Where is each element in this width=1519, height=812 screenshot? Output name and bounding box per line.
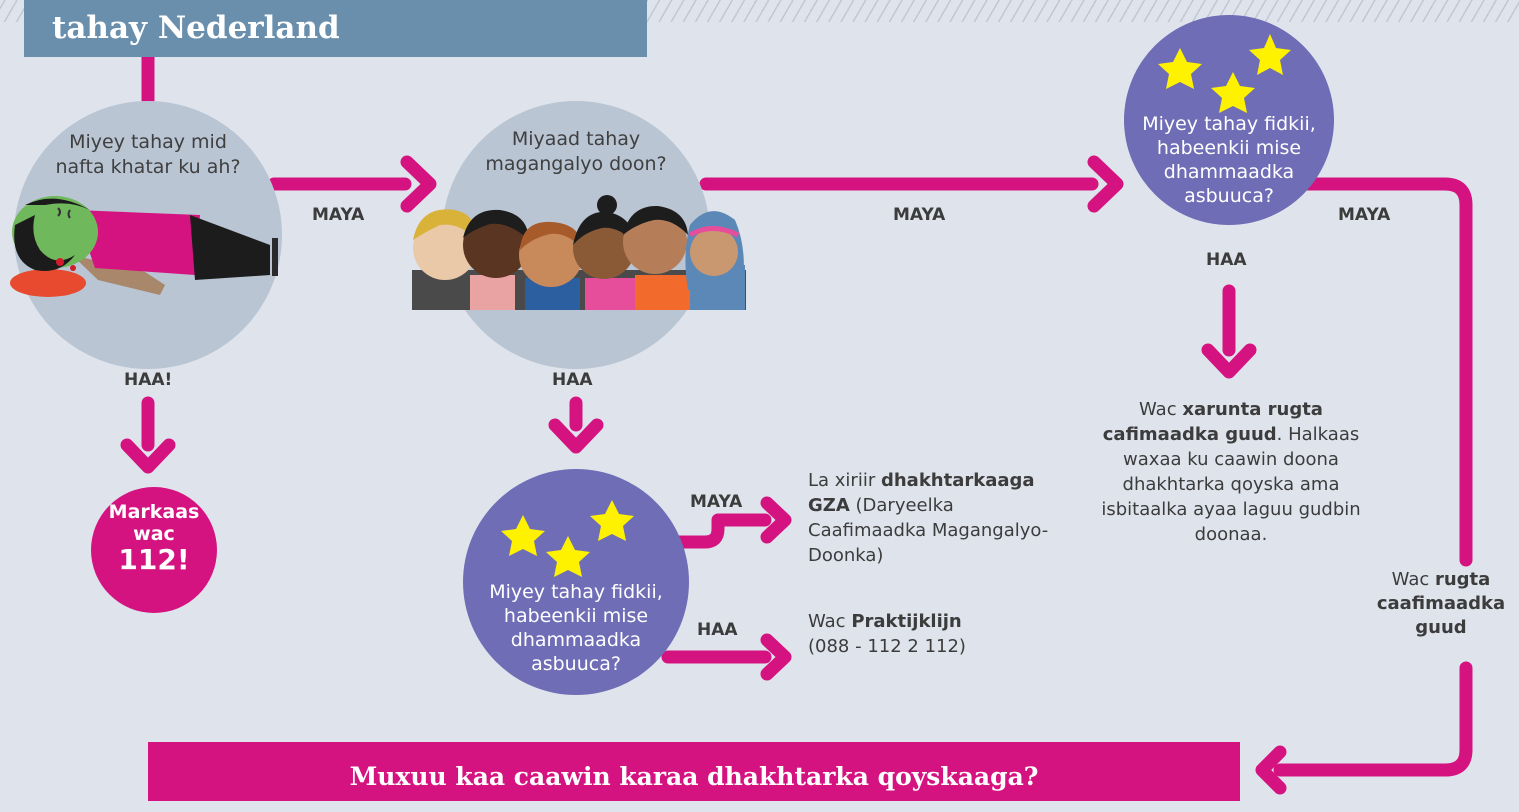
center-period: . [1276, 424, 1283, 445]
praktijklijn-option: Wac Praktijklijn (088 - 112 2 112) [808, 609, 1068, 659]
label-maya: MAYA [312, 205, 365, 225]
center-body: Halkaas waxaa ku caawin doona dhakhtarka… [1101, 424, 1361, 545]
arrowhead-left-1 [1255, 745, 1287, 795]
rugta-option: Wac rugta caafimaadka guud [1366, 568, 1516, 640]
stars-bottom [501, 500, 634, 577]
connector-right-loop [1299, 177, 1473, 567]
center-prefix: Wac [1139, 399, 1177, 420]
label-haa: HAA [697, 620, 738, 640]
praktijklijn-phone: (088 - 112 2 112) [808, 636, 966, 657]
connector-right-return [1273, 661, 1473, 777]
gza-name: dhakhtarkaaga GZA [808, 470, 1035, 516]
star-icon [546, 536, 590, 577]
star-icon [1211, 72, 1255, 113]
people-group-illustration [412, 195, 746, 310]
stars-top [1158, 34, 1291, 113]
arrowhead-right-1 [400, 155, 437, 213]
praktijklijn-name: Praktijklijn [851, 611, 962, 632]
footer-banner: Muxuu kaa caawin karaa dhakhtarka qoyska… [148, 742, 1240, 801]
rugta-prefix: Wac [1391, 569, 1430, 590]
label-haa: HAA [552, 370, 593, 390]
connector-maya-bottom [665, 513, 772, 549]
star-icon [1249, 34, 1291, 75]
arrowhead-right-3 [760, 496, 792, 544]
injured-person-illustration [10, 196, 278, 297]
arrowhead-down-1 [120, 438, 176, 474]
center-option: Wac xarunta rugta cafimaadka guud. Halka… [1086, 397, 1376, 547]
label-haa: HAA [1206, 250, 1247, 270]
star-icon [501, 515, 545, 556]
label-haa: HAA! [124, 370, 173, 390]
call-112-line1: Markaas [108, 501, 200, 523]
praktijklijn-prefix: Wac [808, 611, 846, 632]
wait-question-top: Miyey tahay fidkii, habeenkii mise dhamm… [1142, 113, 1316, 207]
gza-option: La xiriir dhakhtarkaaga GZA (Daryeelka C… [808, 468, 1073, 568]
arrowhead-down-2 [548, 418, 604, 454]
arrowhead-right-2 [1087, 155, 1124, 213]
gza-prefix: La xiriir [808, 470, 876, 491]
wait-question-bottom: Miyey tahay fidkii, habeenkii mise dhamm… [489, 581, 663, 675]
star-icon [590, 500, 634, 541]
label-maya: MAYA [1338, 205, 1391, 225]
danger-question: Miyey tahay mid nafta khatar ku ah? [55, 131, 241, 178]
star-icon [1158, 48, 1202, 89]
call-112-line2: wac [133, 523, 175, 545]
label-maya: MAYA [893, 205, 946, 225]
center-name: xarunta rugta cafimaadka guud [1102, 399, 1323, 445]
label-maya: MAYA [690, 492, 743, 512]
arrowhead-down-3 [1201, 343, 1257, 379]
call-112-badge: Markaas wac 112! [91, 487, 217, 613]
arrowhead-right-4 [760, 633, 792, 681]
page-title: tahay Nederland [24, 0, 647, 57]
mental-question: Miyaad tahay magangalyo doon? [485, 128, 667, 175]
call-112-number: 112! [118, 543, 190, 576]
gza-description: (Daryeelka Caafimaadka Magangalyo-Doonka… [808, 495, 1049, 566]
rugta-name: rugta caafimaadka guud [1376, 569, 1506, 638]
